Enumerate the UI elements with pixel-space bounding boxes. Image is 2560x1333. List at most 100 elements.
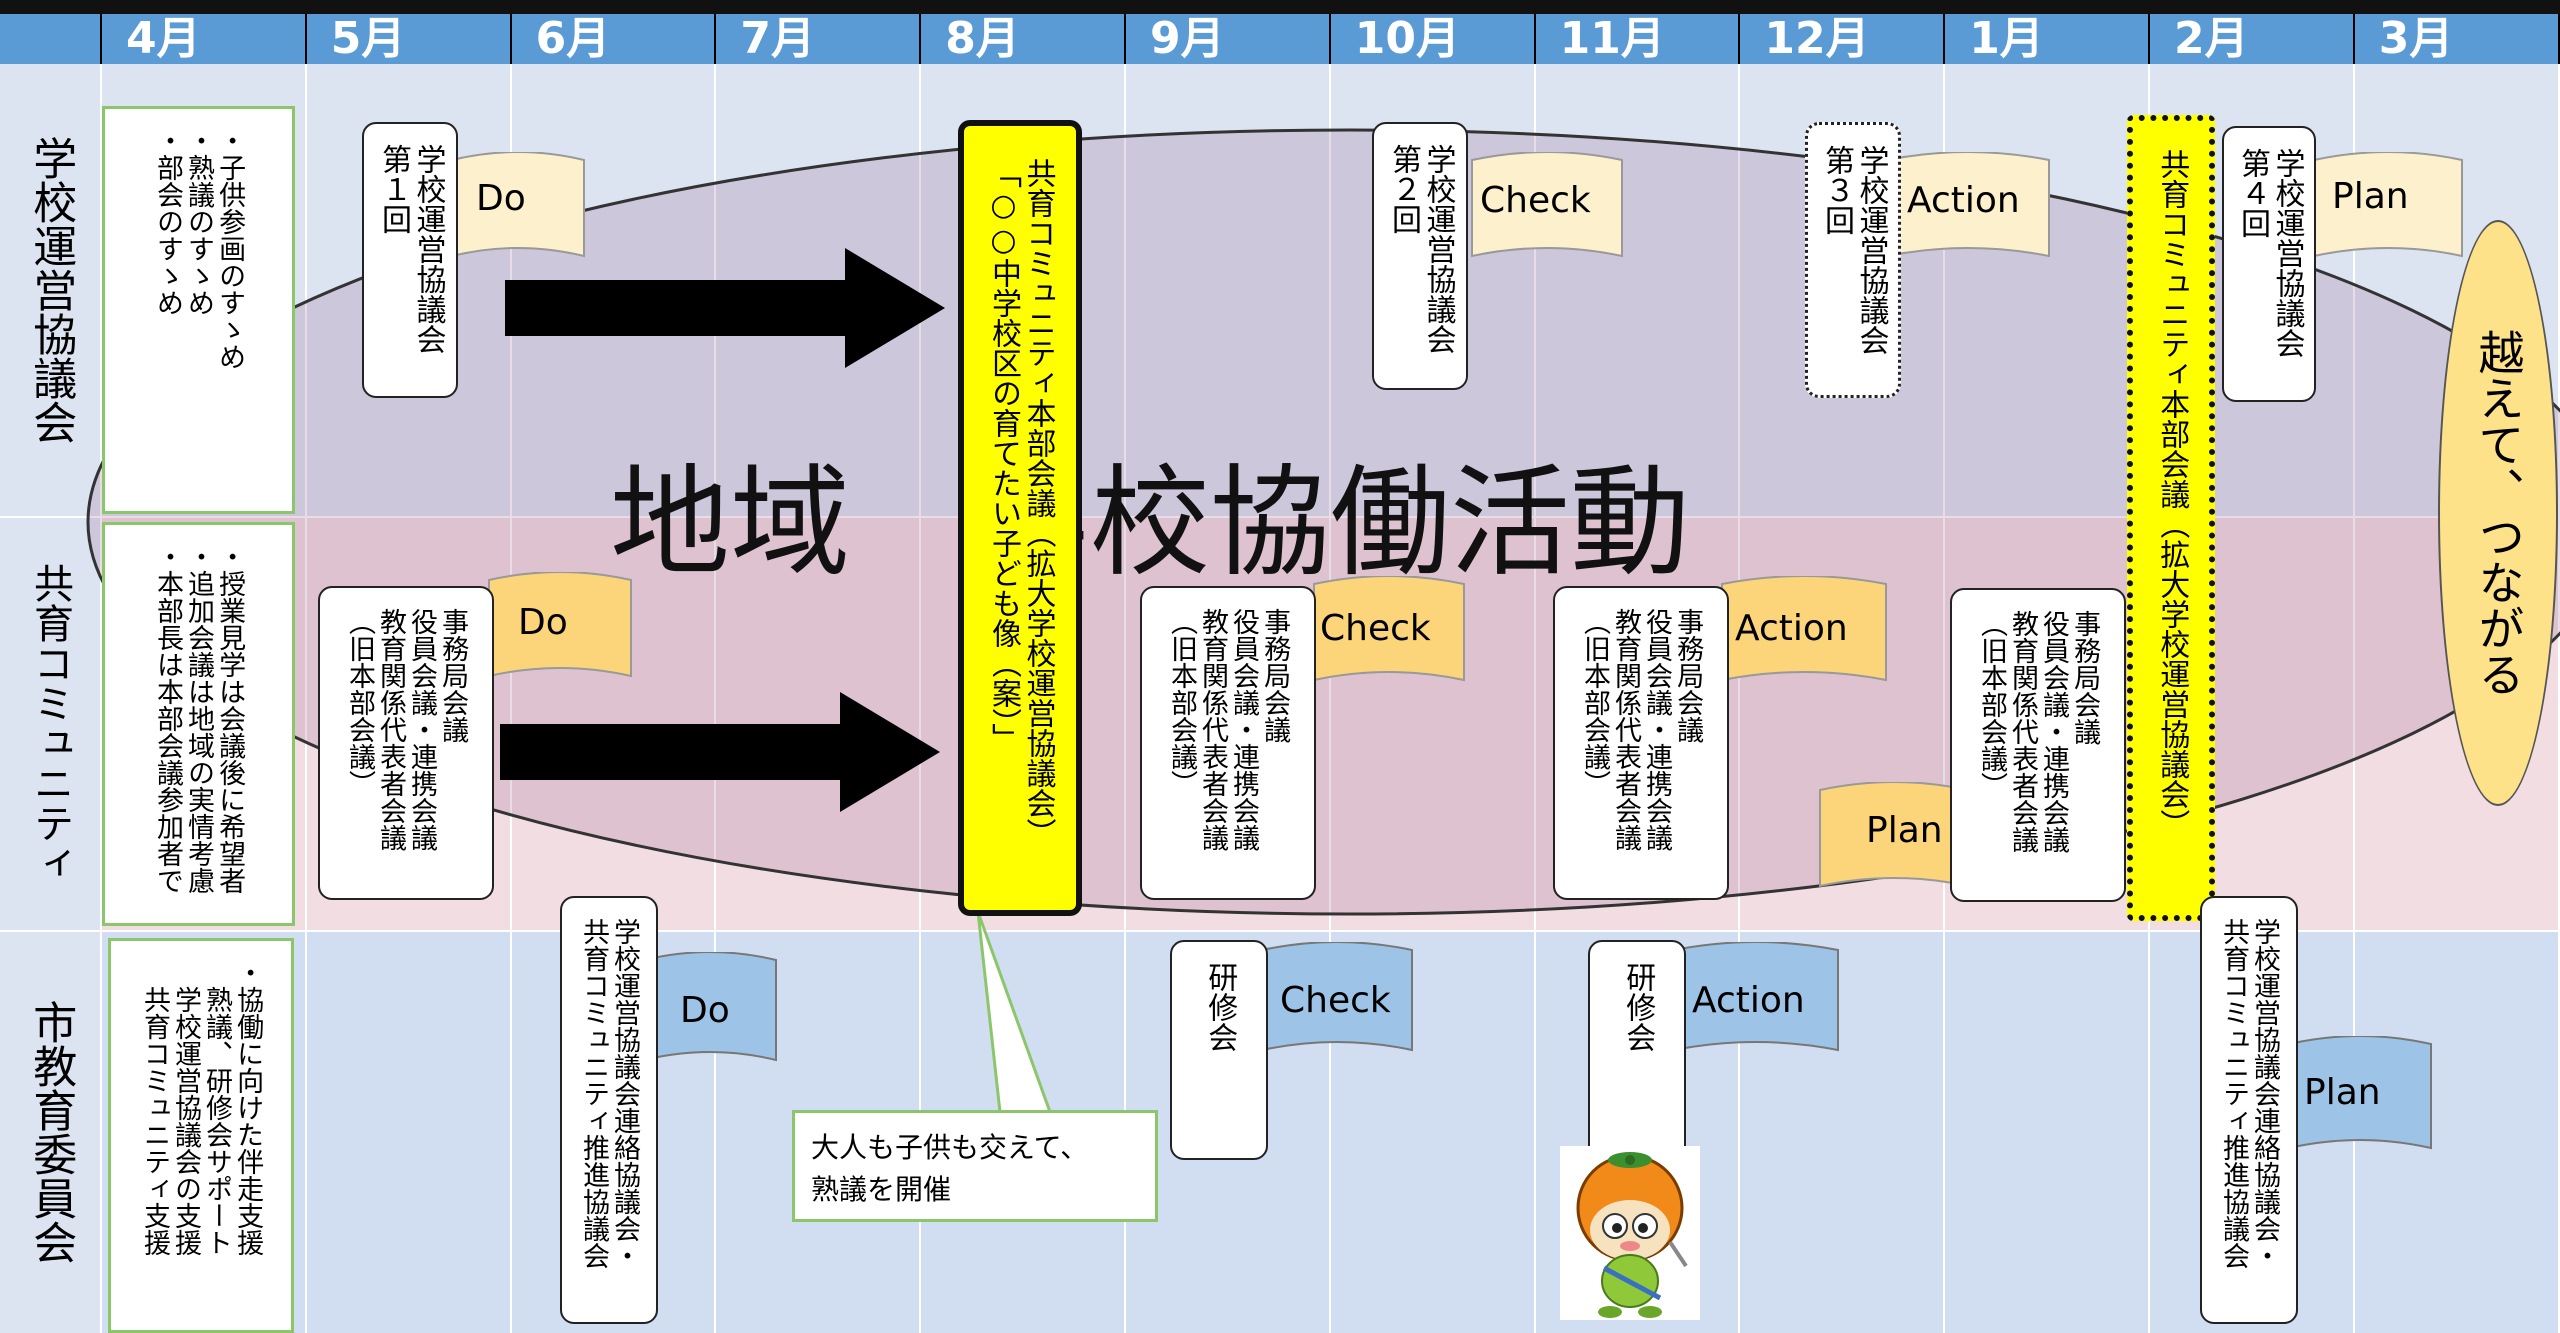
month-header-cell: 10月 — [1330, 14, 1534, 64]
header-corner — [0, 14, 100, 64]
label-column — [0, 64, 100, 1333]
month-header-cell: 6月 — [511, 14, 715, 64]
community-meeting-sep: 事務局会議 役員会議・連携会議 教育関係代表者会議 （旧本部会議） — [1140, 586, 1316, 900]
arrow-right-icon — [505, 248, 945, 368]
flag-action-community — [1721, 576, 1887, 682]
pdca-label-do: Do — [518, 602, 568, 643]
training-sep: 研修会 — [1170, 940, 1268, 1160]
month-header-cell: 11月 — [1535, 14, 1739, 64]
august-main-meeting: 共育コミュニティ本部会議（拡大学校運営協議会） 「○○中学校区の育てたい子ども像… — [958, 120, 1082, 916]
school-council-meeting-3: 学校運営協議会 第３回 — [1805, 122, 1901, 398]
row-label-school-council: 学校運営協議会 — [0, 64, 100, 516]
school-council-meeting-1: 学校運営協議会 第１回 — [362, 122, 458, 398]
training-nov: 研修会 — [1588, 940, 1686, 1160]
community-meeting-nov: 事務局会議 役員会議・連携会議 教育関係代表者会議 （旧本部会議） — [1553, 586, 1729, 900]
month-header-cell: 8月 — [921, 14, 1124, 64]
february-main-meeting: 共育コミュニティ本部会議（拡大学校運営協議会） — [2127, 115, 2215, 921]
meeting-text: 学校運営協議会 第４回 — [2235, 148, 2305, 358]
meeting-text: 学校運営協議会 第２回 — [1386, 144, 1456, 354]
row-label-text: 学校運営協議会 — [25, 136, 77, 444]
row-label-text: 市教育委員会 — [25, 999, 77, 1264]
month-header-cell: 5月 — [306, 14, 510, 64]
column-divider — [919, 64, 922, 1333]
flag-do-board — [643, 952, 777, 1062]
month-header-cell: 2月 — [2150, 14, 2353, 64]
meeting-text: 学校運営協議会連絡協議会・ 共育コミュニティ推進協議会 — [2218, 918, 2281, 1269]
month-header-cell: 3月 — [2354, 14, 2558, 64]
flag-check-board — [1261, 942, 1413, 1052]
column-divider — [100, 64, 102, 1333]
column-divider — [1943, 64, 1946, 1333]
meeting-text: 学校運営協議会 第１回 — [376, 144, 446, 354]
column-divider — [1328, 64, 1331, 1333]
month-header-cell: 7月 — [716, 14, 920, 64]
flag-check-school — [1471, 152, 1623, 258]
meeting-text: 学校運営協議会 第３回 — [1819, 145, 1889, 355]
flag-action-school — [1886, 152, 2050, 258]
column-divider — [509, 64, 512, 1333]
april-board-note: ・協働に向けた伴走支援 熟議、研修会サポート 学校運営協議会の支援 共育コミュニ… — [108, 938, 294, 1333]
board-liaison-feb: 学校運営協議会連絡協議会・ 共育コミュニティ推進協議会 — [2200, 896, 2298, 1324]
row-label-community: 共育コミュニティ — [0, 516, 100, 930]
meeting-text: 事務局会議 役員会議・連携会議 教育関係代表者会議 （旧本部会議） — [1975, 610, 2101, 853]
flag-action-board — [1673, 942, 1839, 1052]
column-divider — [2557, 64, 2560, 1333]
meeting-text: 研修会 — [1202, 962, 1238, 1052]
meeting-text: 事務局会議 役員会議・連携会議 教育関係代表者会議 （旧本部会議） — [1165, 608, 1291, 851]
month-header-cell: 12月 — [1740, 14, 1944, 64]
flag-do-school — [451, 152, 585, 258]
row-divider — [0, 930, 2560, 932]
april-community-note: ・授業見学は会議後に希望者 ・追加会議は地域の実情考慮 ・本部長は本部会議参加者… — [102, 522, 295, 926]
pdca-label-plan: Plan — [1866, 810, 1943, 851]
month-header-cell: 1月 — [1945, 14, 2148, 64]
meeting-text: 事務局会議 役員会議・連携会議 教育関係代表者会議 （旧本部会議） — [343, 608, 469, 851]
row-label-text: 共育コミュニティ — [27, 563, 73, 883]
overlay-title: 地域 学校協働活動 — [610, 454, 1690, 593]
flag-plan-school — [2313, 152, 2463, 258]
column-divider — [1738, 64, 1741, 1333]
pdca-label-action: Action — [1907, 180, 2020, 221]
pdca-label-action: Action — [1692, 980, 1805, 1021]
board-liaison-jun: 学校運営協議会連絡協議会・ 共育コミュニティ推進協議会 — [560, 896, 658, 1324]
row-divider — [0, 516, 2560, 518]
meeting-text: 共育コミュニティ本部会議（拡大学校運営協議会） 「○○中学校区の育てたい子ども像… — [986, 158, 1056, 848]
pdca-label-plan: Plan — [2304, 1072, 2381, 1113]
goal-text: 越えて、つながる — [2471, 329, 2526, 697]
pdca-label-check: Check — [1480, 180, 1591, 221]
callout-box: 大人も子供も交えて、 熟議を開催 — [792, 1110, 1158, 1222]
flag-plan-board — [2288, 1036, 2432, 1150]
row-label-board: 市教育委員会 — [0, 930, 100, 1333]
flag-check-community — [1313, 576, 1465, 682]
column-divider — [1533, 64, 1536, 1333]
column-divider — [714, 64, 717, 1333]
school-council-meeting-4: 学校運営協議会 第４回 — [2222, 126, 2316, 402]
arrow-right-icon — [500, 692, 940, 812]
pdca-label-do: Do — [476, 178, 526, 219]
meeting-text: 共育コミュニティ本部会議（拡大学校運営協議会） — [2154, 149, 2190, 839]
month-header-cell: 9月 — [1126, 14, 1329, 64]
april-school-note: ・子供参画のすゝめ ・熟議のすゝめ ・部会のすゝめ — [102, 106, 295, 514]
flag-do-community — [488, 572, 632, 678]
community-meeting-may: 事務局会議 役員会議・連携会議 教育関係代表者会議 （旧本部会議） — [318, 586, 494, 900]
mascot-character-image — [1560, 1146, 1700, 1320]
note-text: ・授業見学は会議後に希望者 ・追加会議は地域の実情考慮 ・本部長は本部会議参加者… — [151, 543, 246, 894]
callout-text: 大人も子供も交えて、 熟議を開催 — [811, 1131, 1089, 1206]
school-council-meeting-2: 学校運営協議会 第２回 — [1372, 122, 1468, 390]
month-header-cell: 4月 — [102, 14, 305, 64]
column-divider — [304, 64, 307, 1333]
meeting-text: 学校運営協議会連絡協議会・ 共育コミュニティ推進協議会 — [578, 918, 641, 1269]
pdca-label-action: Action — [1735, 608, 1848, 649]
pdca-label-do: Do — [680, 990, 730, 1031]
column-divider — [1124, 64, 1126, 1333]
pdca-label-plan: Plan — [2332, 176, 2409, 217]
note-text: ・協働に向けた伴走支援 熟議、研修会サポート 学校運営協議会の支援 共育コミュニ… — [138, 959, 264, 1256]
community-meeting-jan: 事務局会議 役員会議・連携会議 教育関係代表者会議 （旧本部会議） — [1950, 588, 2126, 902]
column-divider — [2352, 64, 2355, 1333]
pdca-label-check: Check — [1320, 608, 1431, 649]
pdca-label-check: Check — [1280, 980, 1391, 1021]
goal-ellipse: 越えて、つながる — [2438, 220, 2558, 806]
meeting-text: 事務局会議 役員会議・連携会議 教育関係代表者会議 （旧本部会議） — [1578, 608, 1704, 851]
note-text: ・子供参画のすゝめ ・熟議のすゝめ ・部会のすゝめ — [151, 127, 246, 370]
header-bar — [0, 0, 2560, 14]
